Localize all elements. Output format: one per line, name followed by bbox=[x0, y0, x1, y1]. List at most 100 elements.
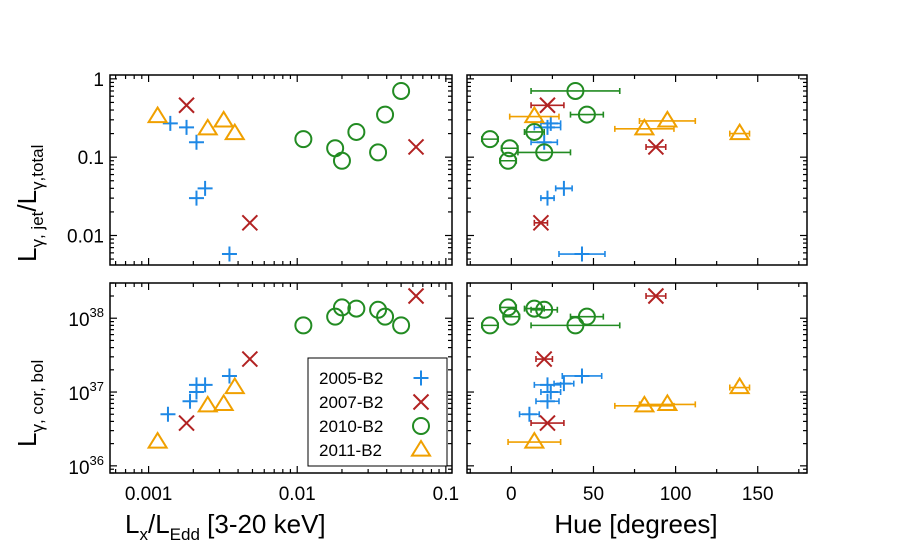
panel-frame bbox=[109, 74, 453, 266]
data-point-2010-b2 bbox=[499, 298, 518, 317]
y-axis-label-bottom: Lγ, cor, bol bbox=[12, 360, 47, 447]
data-point-2005-b2 bbox=[160, 406, 176, 422]
marks-bottom-left bbox=[146, 287, 425, 449]
tick-label: 0 bbox=[506, 484, 517, 505]
tick-label: 0.1 bbox=[78, 148, 104, 169]
tick-label: 50 bbox=[583, 484, 604, 505]
data-point-2005-b2 bbox=[221, 368, 237, 384]
data-point-2007-b2 bbox=[241, 214, 259, 232]
data-point-2010-b2 bbox=[294, 130, 313, 149]
tick-label: 0.1 bbox=[433, 484, 459, 505]
tick-label: 0.01 bbox=[279, 484, 316, 505]
panel-bottom-left bbox=[109, 282, 453, 474]
data-point-2010-b2 bbox=[566, 81, 585, 100]
panel-bottom-right bbox=[466, 282, 808, 474]
legend-box bbox=[307, 357, 448, 467]
data-point-2007-b2 bbox=[178, 414, 195, 432]
data-point-2005-b2 bbox=[556, 180, 572, 196]
panel-top-left bbox=[109, 74, 453, 266]
data-point-2010-b2 bbox=[369, 143, 388, 162]
data-point-2005-b2 bbox=[539, 377, 555, 393]
data-point-2005-b2 bbox=[197, 377, 213, 393]
tick-label: 0.01 bbox=[67, 226, 104, 247]
data-point-2005-b2 bbox=[197, 180, 213, 196]
data-point-2005-b2 bbox=[162, 115, 178, 131]
data-point-2011-b2 bbox=[728, 122, 751, 141]
data-point-2005-b2 bbox=[221, 246, 237, 262]
data-point-2010-b2 bbox=[347, 299, 366, 318]
tick-label: 0.001 bbox=[125, 484, 173, 505]
data-point-2005-b2 bbox=[179, 119, 195, 135]
data-point-2010-b2 bbox=[332, 151, 351, 170]
panel-frame bbox=[466, 74, 808, 266]
data-point-2007-b2 bbox=[532, 214, 550, 232]
legend-label: 2010-B2 bbox=[319, 417, 383, 436]
data-point-2010-b2 bbox=[347, 122, 366, 141]
data-point-2005-b2 bbox=[539, 190, 555, 206]
legend-label: 2005-B2 bbox=[319, 369, 383, 388]
error-bar bbox=[638, 401, 697, 408]
data-point-2005-b2 bbox=[536, 134, 552, 150]
data-point-2011-b2 bbox=[523, 105, 546, 124]
data-point-2005-b2 bbox=[539, 393, 555, 409]
legend-marker-2005-b2 bbox=[413, 370, 429, 386]
data-point-2007-b2 bbox=[539, 414, 556, 432]
data-point-2011-b2 bbox=[633, 117, 656, 136]
tick-label: 1036 bbox=[68, 453, 104, 479]
x-axis-label-right: Hue [degrees] bbox=[554, 509, 717, 539]
data-point-2005-b2 bbox=[543, 115, 559, 131]
data-point-2010-b2 bbox=[525, 122, 544, 141]
data-point-2010-b2 bbox=[294, 316, 313, 335]
error-bar bbox=[638, 117, 697, 124]
x-axis-label-left: Lx/LEdd [3-20 keV] bbox=[125, 509, 326, 544]
data-point-2010-b2 bbox=[392, 316, 411, 335]
data-point-2010-b2 bbox=[499, 151, 518, 170]
data-point-2011-b2 bbox=[223, 122, 246, 141]
panel-top-right bbox=[466, 74, 808, 266]
data-point-2011-b2 bbox=[212, 110, 235, 128]
tick-label: 1038 bbox=[68, 305, 104, 331]
data-point-2011-b2 bbox=[223, 376, 246, 395]
data-point-2007-b2 bbox=[407, 287, 425, 305]
data-point-2010-b2 bbox=[502, 307, 521, 326]
data-point-2010-b2 bbox=[376, 105, 395, 124]
data-point-2011-b2 bbox=[728, 376, 751, 395]
error-bar bbox=[569, 111, 605, 118]
data-point-2011-b2 bbox=[146, 105, 169, 124]
data-point-2010-b2 bbox=[376, 307, 395, 326]
data-point-2005-b2 bbox=[182, 393, 198, 409]
data-point-2010-b2 bbox=[392, 81, 411, 100]
data-point-2005-b2 bbox=[574, 368, 590, 384]
data-point-2010-b2 bbox=[480, 316, 499, 335]
error-bar bbox=[523, 128, 545, 135]
data-point-2005-b2 bbox=[188, 190, 204, 206]
tick-label: 1 bbox=[93, 70, 104, 91]
y-axis-label-top: Lγ, jet/Lγ,total bbox=[12, 145, 47, 262]
error-bar bbox=[507, 439, 562, 446]
data-point-2005-b2 bbox=[574, 246, 590, 262]
legend-label: 2007-B2 bbox=[319, 393, 383, 412]
tick-label: 150 bbox=[742, 484, 774, 505]
data-point-2007-b2 bbox=[647, 287, 665, 305]
data-point-2007-b2 bbox=[539, 97, 556, 114]
data-point-2010-b2 bbox=[332, 298, 351, 317]
error-bar bbox=[517, 149, 572, 156]
data-point-2011-b2 bbox=[146, 431, 169, 449]
legend-marker-2010-b2 bbox=[412, 417, 430, 435]
marks-top-left bbox=[146, 81, 425, 262]
data-point-2007-b2 bbox=[241, 350, 259, 368]
data-point-2011-b2 bbox=[196, 394, 219, 413]
data-point-2005-b2 bbox=[556, 376, 572, 392]
data-point-2007-b2 bbox=[407, 138, 425, 156]
panel-frame bbox=[466, 282, 808, 474]
data-point-2010-b2 bbox=[535, 300, 554, 319]
tick-layer: 0.001 0.01 0.1 0 50 100 150 0.01 0.1 1 1036 1037 103… bbox=[67, 70, 807, 505]
data-point-2011-b2 bbox=[523, 431, 546, 449]
tick-label: 1037 bbox=[68, 379, 104, 405]
tick-label: 100 bbox=[660, 484, 692, 505]
data-point-2005-b2 bbox=[188, 134, 204, 150]
legend-marker-2007-b2 bbox=[412, 393, 430, 411]
